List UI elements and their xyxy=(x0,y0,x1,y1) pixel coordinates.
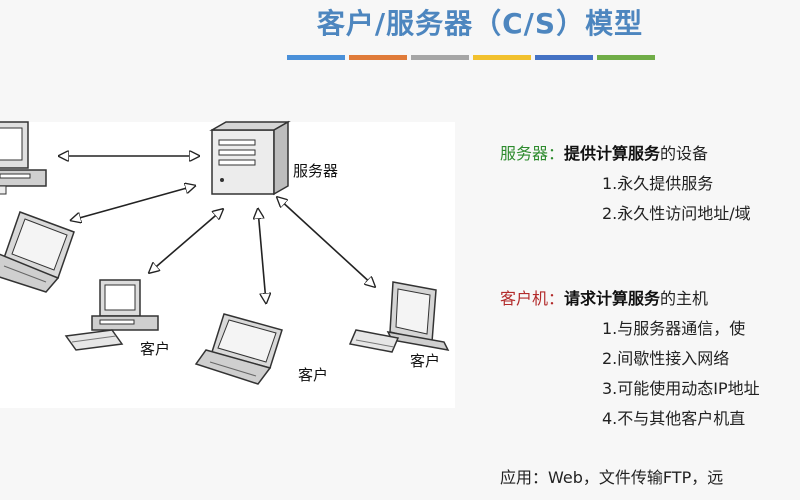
connection-arrow xyxy=(72,186,194,220)
client-label: 客户 xyxy=(140,340,171,358)
desktop-computer-icon xyxy=(0,121,47,195)
client-label: 客户 xyxy=(410,352,441,370)
server-label: 服务器 xyxy=(293,162,339,180)
title-color-bar xyxy=(473,55,531,60)
server-lead-rest: 的设备 xyxy=(660,144,709,163)
title-color-bar xyxy=(535,55,593,60)
server-feature-item: 2.永久性访问地址/域 xyxy=(602,204,751,223)
connection-arrow xyxy=(278,198,374,286)
desktop-computer-icon xyxy=(348,281,450,353)
client-feature-item: 3.可能使用动态IP地址 xyxy=(602,379,760,398)
client-lead-bold: 请求计算服务 xyxy=(564,289,661,308)
server-definition: 服务器：提供计算服务的设备 xyxy=(500,140,800,164)
title-color-bar xyxy=(597,55,655,60)
connection-arrow xyxy=(258,210,266,302)
client-feature-item: 1.与服务器通信，使 xyxy=(602,319,746,338)
title-color-bar xyxy=(349,55,407,60)
server-icon xyxy=(209,120,291,196)
server-feature-item: 1.永久提供服务 xyxy=(602,174,714,193)
client-label: 客户 xyxy=(298,366,329,384)
page-title: 客户/服务器（C/S）模型 xyxy=(316,7,644,40)
laptop-icon xyxy=(0,211,75,293)
server-lead-bold: 提供计算服务 xyxy=(564,144,661,163)
client-definition: 客户机：请求计算服务的主机 xyxy=(500,285,800,309)
laptop-icon xyxy=(194,313,283,385)
connection-arrow xyxy=(150,210,222,272)
client-lead-rest: 的主机 xyxy=(660,289,709,308)
desktop-computer-icon xyxy=(64,279,159,351)
server-heading: 服务器： xyxy=(500,144,565,163)
client-feature-item: 2.间歇性接入网络 xyxy=(602,349,730,368)
title-color-bar xyxy=(287,55,345,60)
client-feature-item: 4.不与其他客户机直 xyxy=(602,409,746,428)
title-color-bar xyxy=(411,55,469,60)
client-heading: 客户机： xyxy=(500,289,565,308)
applications-line: 应用：Web，文件传输FTP，远 xyxy=(500,468,724,487)
